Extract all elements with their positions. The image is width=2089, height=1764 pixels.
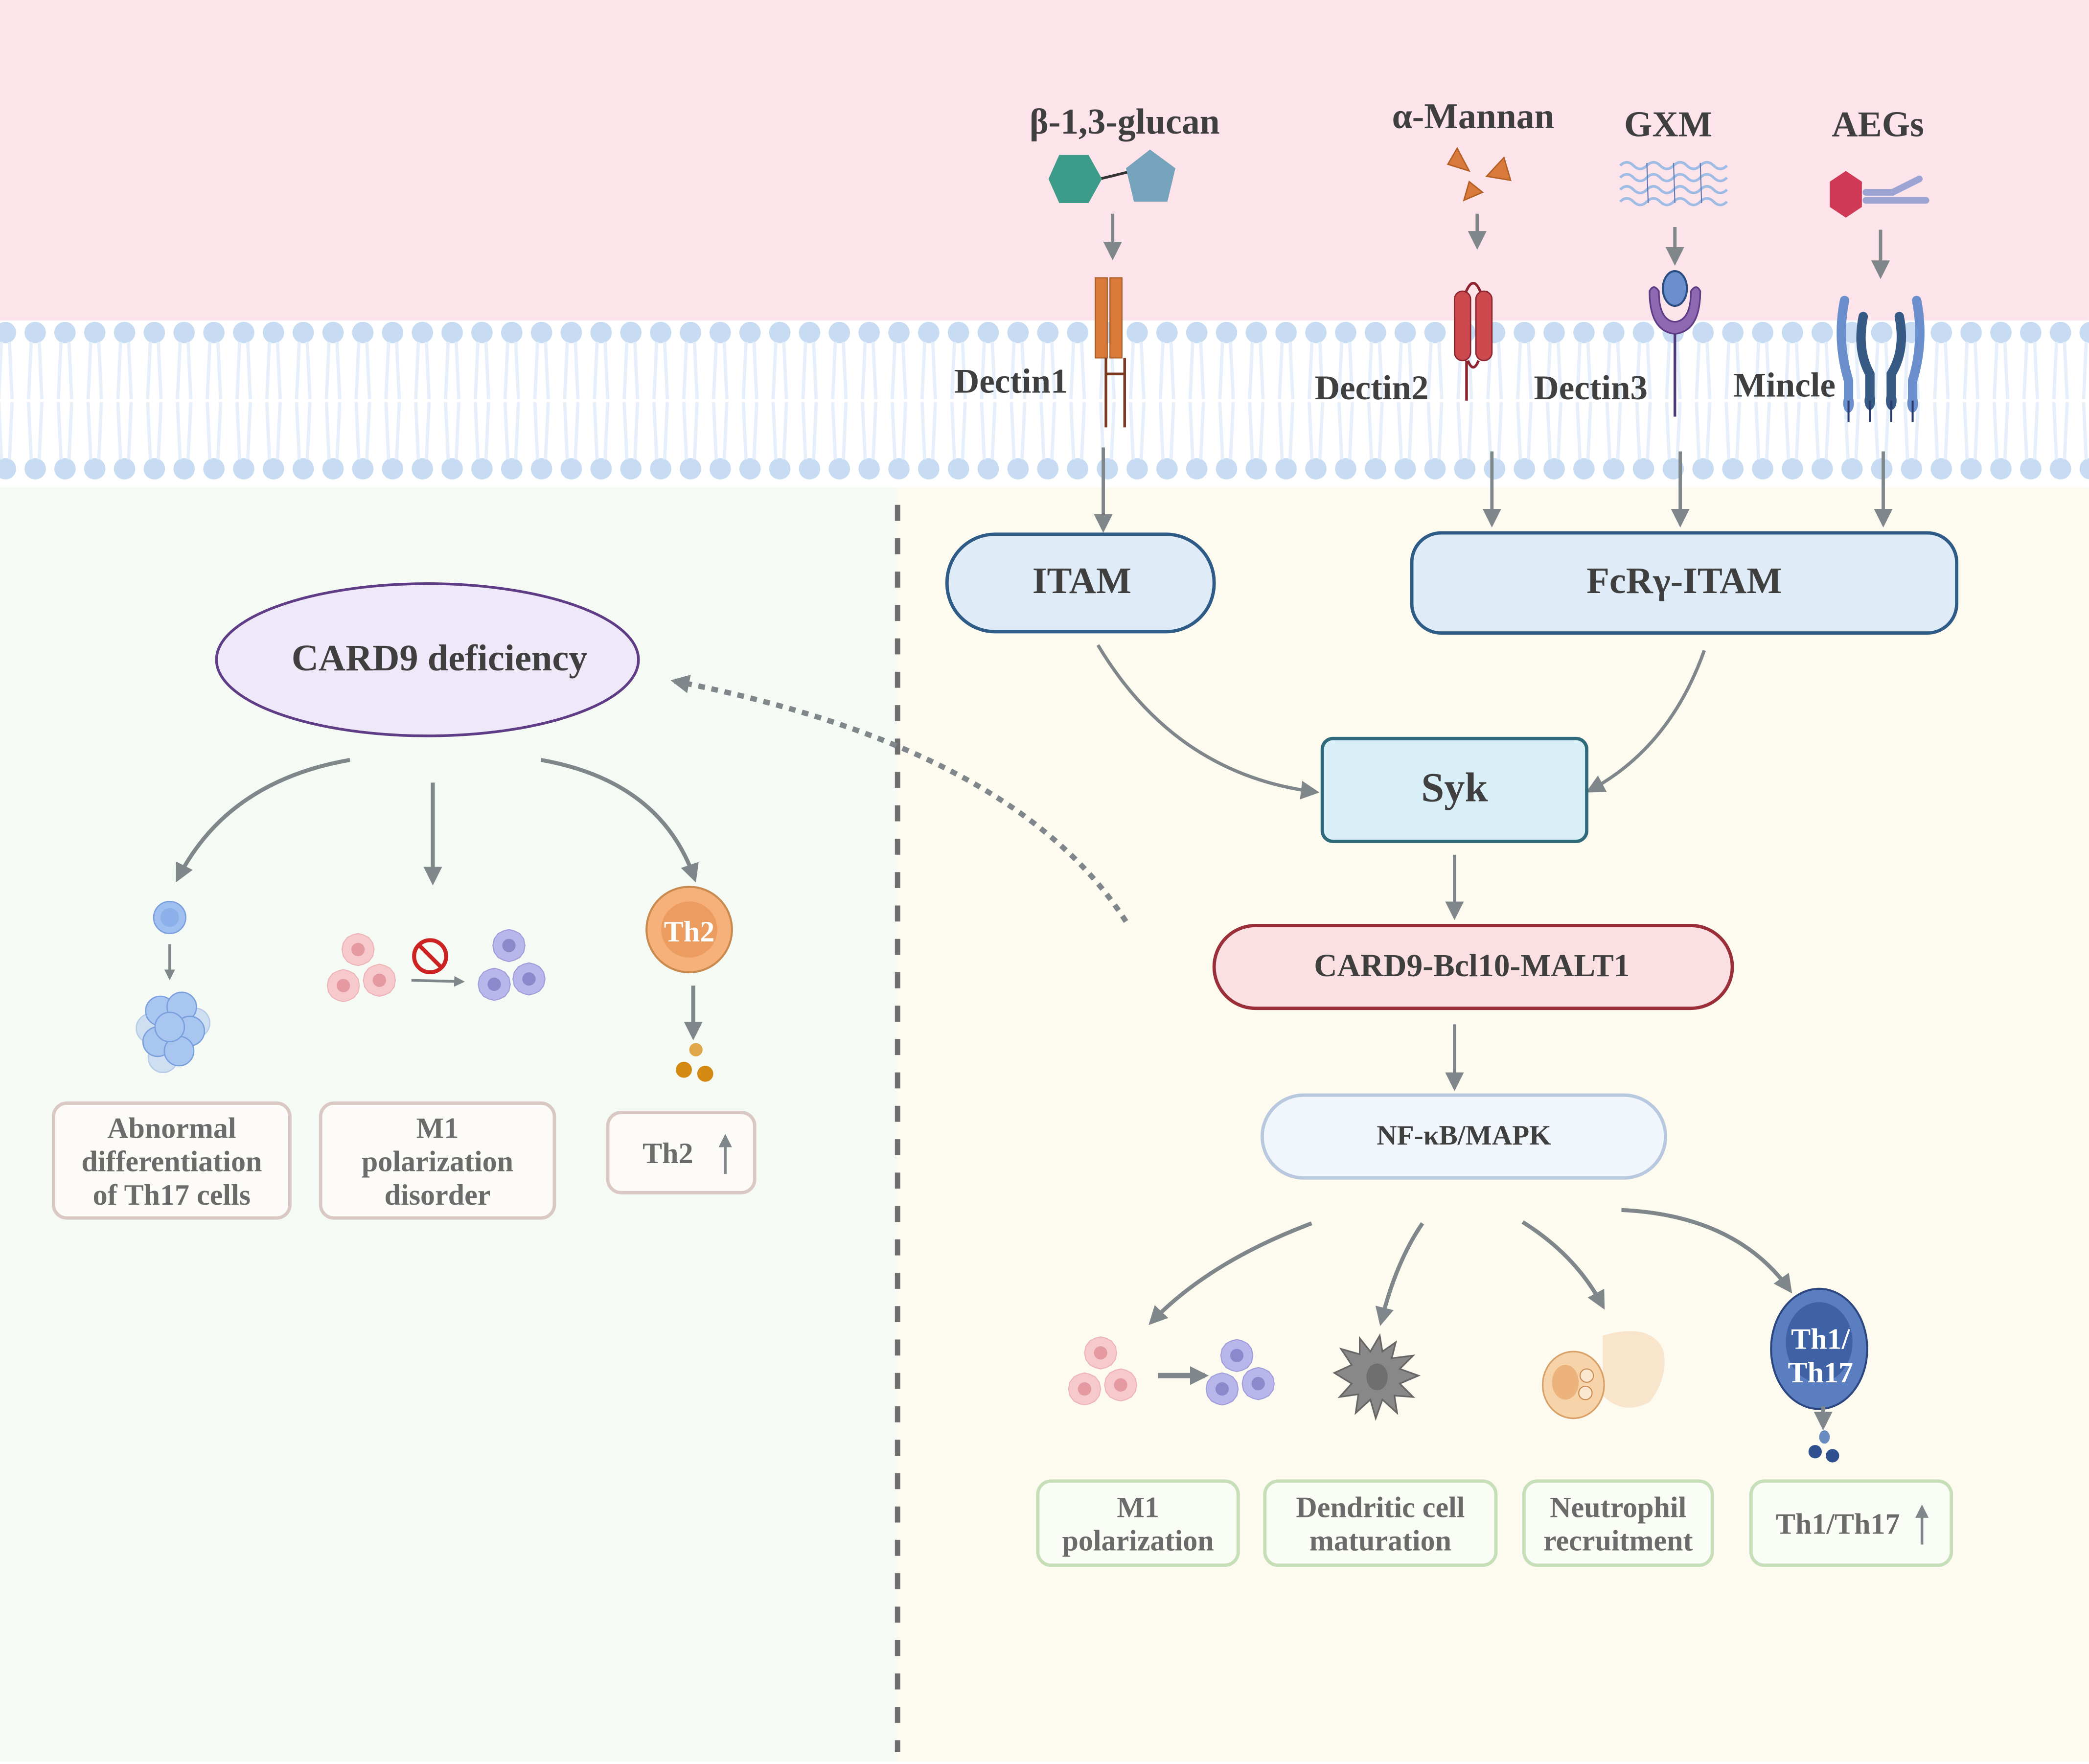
fcr-itam-node: FcRγ-ITAM: [1410, 531, 1959, 635]
cbm-complex-node: CARD9-Bcl10-MALT1: [1212, 924, 1734, 1010]
dectin2-receptor-icon: [1454, 282, 1493, 401]
deficiency-label: CARD9 deficiency: [292, 637, 588, 679]
outcome-text-line: differentiation: [81, 1145, 262, 1178]
outcome-text-line: disorder: [385, 1178, 491, 1211]
ligand-label-aegs: AEGs: [1832, 104, 1924, 144]
ligand-label-mannan: α-Mannan: [1392, 96, 1555, 136]
outcome-text-line: Th1/Th17: [1776, 1508, 1900, 1540]
dectin1-receptor-icon: [1095, 277, 1126, 428]
nfkb-mapk-node: NF-κB/MAPK: [1260, 1093, 1668, 1180]
th17-cell-icon: [153, 900, 186, 935]
outcome-text-line: Dendritic cell: [1296, 1491, 1465, 1524]
nfkb-label: NF-κB/MAPK: [1377, 1120, 1551, 1151]
outcome-text-line: M1: [416, 1111, 459, 1144]
card9-deficiency-node: CARD9 deficiency: [215, 582, 640, 737]
neutrophil-icon: [1541, 1331, 1665, 1420]
arrow-nfkb-neutrophil: [1521, 1220, 1605, 1310]
feedback-arrow-deficiency: [670, 674, 1128, 923]
arrow-fcr-syk: [1585, 650, 1706, 793]
syk-label: Syk: [1421, 765, 1488, 811]
itam-node: ITAM: [945, 532, 1216, 634]
deficiency-outcome-box: Th2: [606, 1111, 757, 1194]
outcome-text-line: Neutrophil: [1550, 1491, 1686, 1524]
th2-cell-icon: Th2: [645, 886, 733, 974]
receptor-label-dectin1: Dectin1: [954, 362, 1068, 400]
th1-cell-label-line1: Th1/: [1791, 1323, 1850, 1355]
outcome-text-line: polarization: [362, 1145, 513, 1178]
th1-th17-cell-icon: Th1/ Th17: [1770, 1287, 1868, 1410]
th1-cytokine-icon: [1808, 1430, 1839, 1463]
arrow-itam-syk: [1096, 644, 1320, 800]
arrow-nfkb-m1: [1148, 1221, 1312, 1325]
outcome-text-line: recruitment: [1543, 1524, 1693, 1557]
receptor-label-mincle: Mincle: [1733, 367, 1836, 405]
itam-label: ITAM: [1033, 560, 1131, 601]
ligand-label-glucan: β-1,3-glucan: [1030, 101, 1220, 141]
normal-outcome-box: Th1/Th17: [1749, 1479, 1953, 1567]
th1-cell-label-line2: Th17: [1788, 1356, 1853, 1389]
aegs-icon: [1830, 171, 1929, 218]
extracellular-region: [0, 0, 2089, 321]
increase-arrow-icon: [718, 1134, 732, 1174]
prohibit-icon: [412, 938, 448, 975]
increase-arrow-icon: [1915, 1504, 1929, 1545]
fcr-itam-label: FcRγ-ITAM: [1586, 560, 1782, 601]
receptor-label-dectin2: Dectin2: [1315, 369, 1429, 407]
outcome-text-line: Th2: [643, 1137, 693, 1169]
arrow-deficiency-th17: [176, 757, 350, 883]
ligand-label-gxm: GXM: [1624, 104, 1712, 144]
th17-cluster-icon: [136, 991, 211, 1074]
m1-polarization-icon: [1068, 1336, 1275, 1406]
arrow-nfkb-dc: [1375, 1222, 1424, 1327]
outcome-text-line: M1: [1117, 1491, 1159, 1524]
th2-cytokine-icon: [676, 1043, 713, 1082]
outcome-text-line: of Th17 cells: [93, 1178, 251, 1211]
arrow-deficiency-th2: [540, 757, 699, 883]
arrow-nfkb-th1th17: [1621, 1208, 1792, 1294]
outcome-text-line: Abnormal: [107, 1111, 236, 1144]
outcome-text-line: maturation: [1309, 1524, 1451, 1557]
glucan-icon: [1048, 149, 1175, 203]
syk-node: Syk: [1320, 736, 1589, 843]
cbm-label: CARD9-Bcl10-MALT1: [1314, 948, 1630, 984]
dectin3-receptor-icon: [1649, 270, 1701, 417]
th2-cell-label: Th2: [664, 915, 714, 948]
m1-disorder-icon: [326, 929, 546, 1003]
receptor-label-dectin3: Dectin3: [1534, 369, 1648, 407]
dendritic-cell-icon: [1332, 1333, 1421, 1421]
outcome-text-line: polarization: [1062, 1524, 1214, 1557]
mannan-icon: [1446, 147, 1512, 202]
gxm-icon: [1619, 160, 1728, 206]
mincle-receptor-icon: [1836, 296, 1925, 422]
